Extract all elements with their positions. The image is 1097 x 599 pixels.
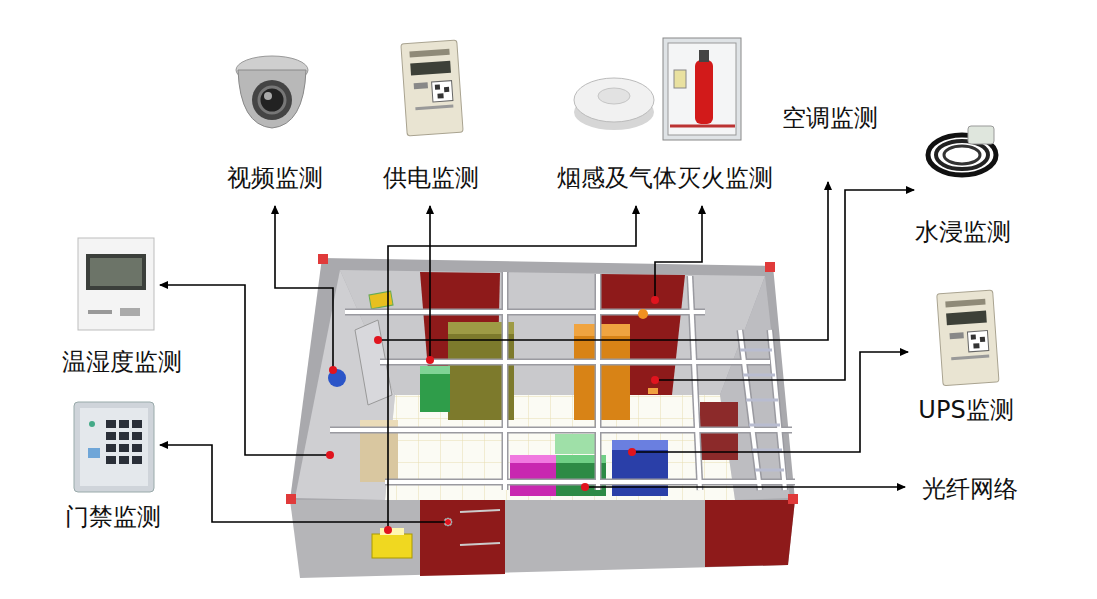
keypad-icon <box>74 402 154 492</box>
thermostat-icon <box>78 238 154 330</box>
monitor-label: 门禁监测 <box>65 503 161 532</box>
monitor-label: 烟感及气体灭火监测 <box>557 164 773 193</box>
monitor-label: 空调监测 <box>782 104 878 133</box>
monitor-label: 供电监测 <box>383 164 479 193</box>
fire-cabinet-icon <box>663 38 741 140</box>
power-meter-icon <box>401 40 463 136</box>
sensor-dots <box>326 296 659 534</box>
leader-lines <box>160 182 914 530</box>
ups-meter-icon <box>937 290 999 386</box>
water-sensor-icon <box>928 126 996 175</box>
machine-room <box>286 254 798 578</box>
monitor-label: 光纤网络 <box>922 475 1018 504</box>
monitor-label: 水浸监测 <box>915 218 1011 247</box>
camera-icon <box>236 56 308 128</box>
smoke-detector-icon <box>574 78 654 130</box>
monitor-label: UPS监测 <box>918 396 1013 425</box>
monitor-label: 温湿度监测 <box>62 348 182 377</box>
monitor-label: 视频监测 <box>227 164 323 193</box>
